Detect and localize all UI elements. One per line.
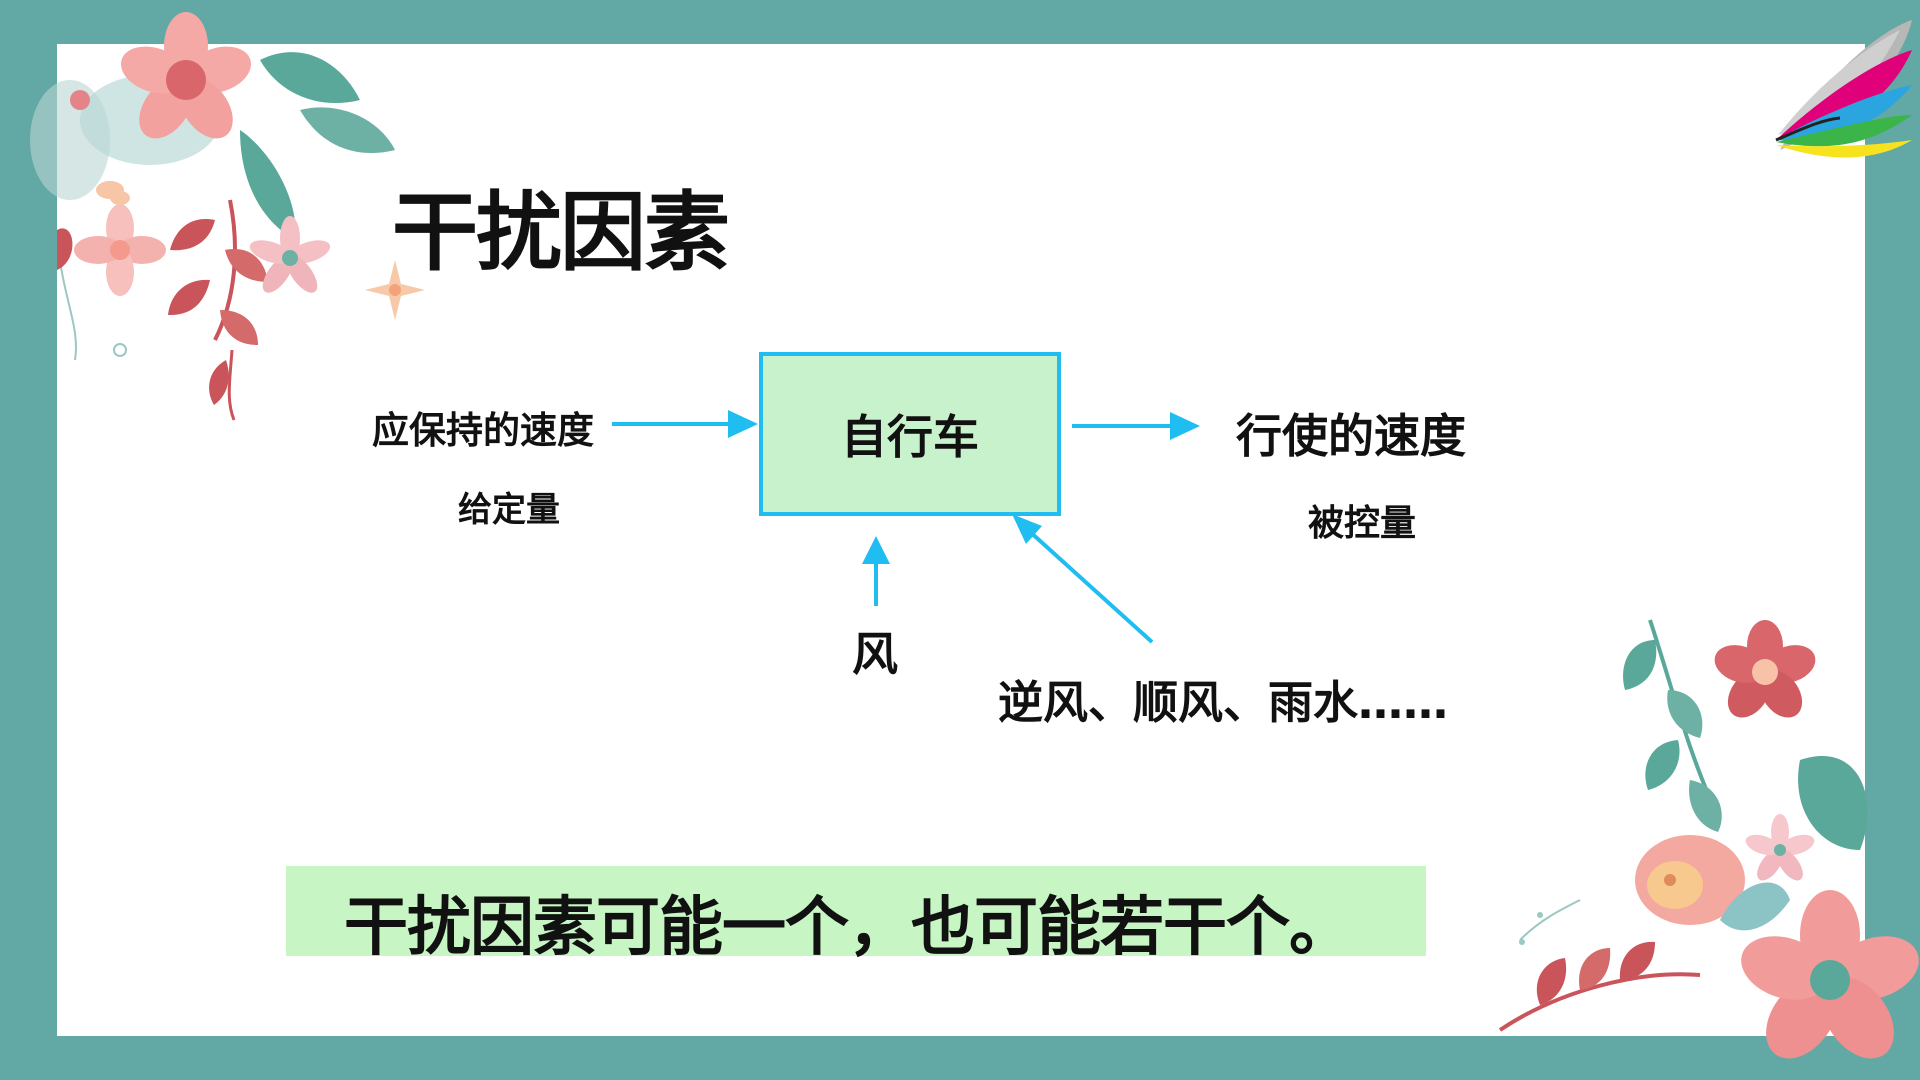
disturbance-examples: 逆风、顺风、雨水…… bbox=[998, 676, 1449, 729]
output-arrow bbox=[1072, 412, 1200, 440]
input-arrow bbox=[612, 410, 758, 438]
system-label: 自行车 bbox=[841, 410, 979, 464]
conclusion-text: 干扰因素可能一个，也可能若干个。 bbox=[344, 891, 1353, 965]
page-title: 干扰因素 bbox=[392, 183, 730, 283]
input-sublabel: 给定量 bbox=[458, 490, 560, 530]
output-label: 行使的速度 bbox=[1236, 409, 1466, 463]
conclusion-banner: 干扰因素可能一个，也可能若干个。 bbox=[286, 866, 1426, 965]
input-label: 应保持的速度 bbox=[372, 409, 594, 452]
disturbance-label: 风 bbox=[852, 627, 898, 681]
output-sublabel: 被控量 bbox=[1308, 503, 1417, 544]
color-fan-logo-icon bbox=[1775, 20, 1912, 158]
floral-decoration-icon bbox=[30, 12, 425, 421]
diagram-arrows bbox=[612, 410, 1200, 644]
wind-arrow bbox=[862, 536, 890, 606]
floral-decoration-icon bbox=[1498, 619, 1919, 1059]
system-box: 自行车 bbox=[759, 352, 1061, 516]
disturbance-arrow bbox=[1012, 514, 1154, 644]
